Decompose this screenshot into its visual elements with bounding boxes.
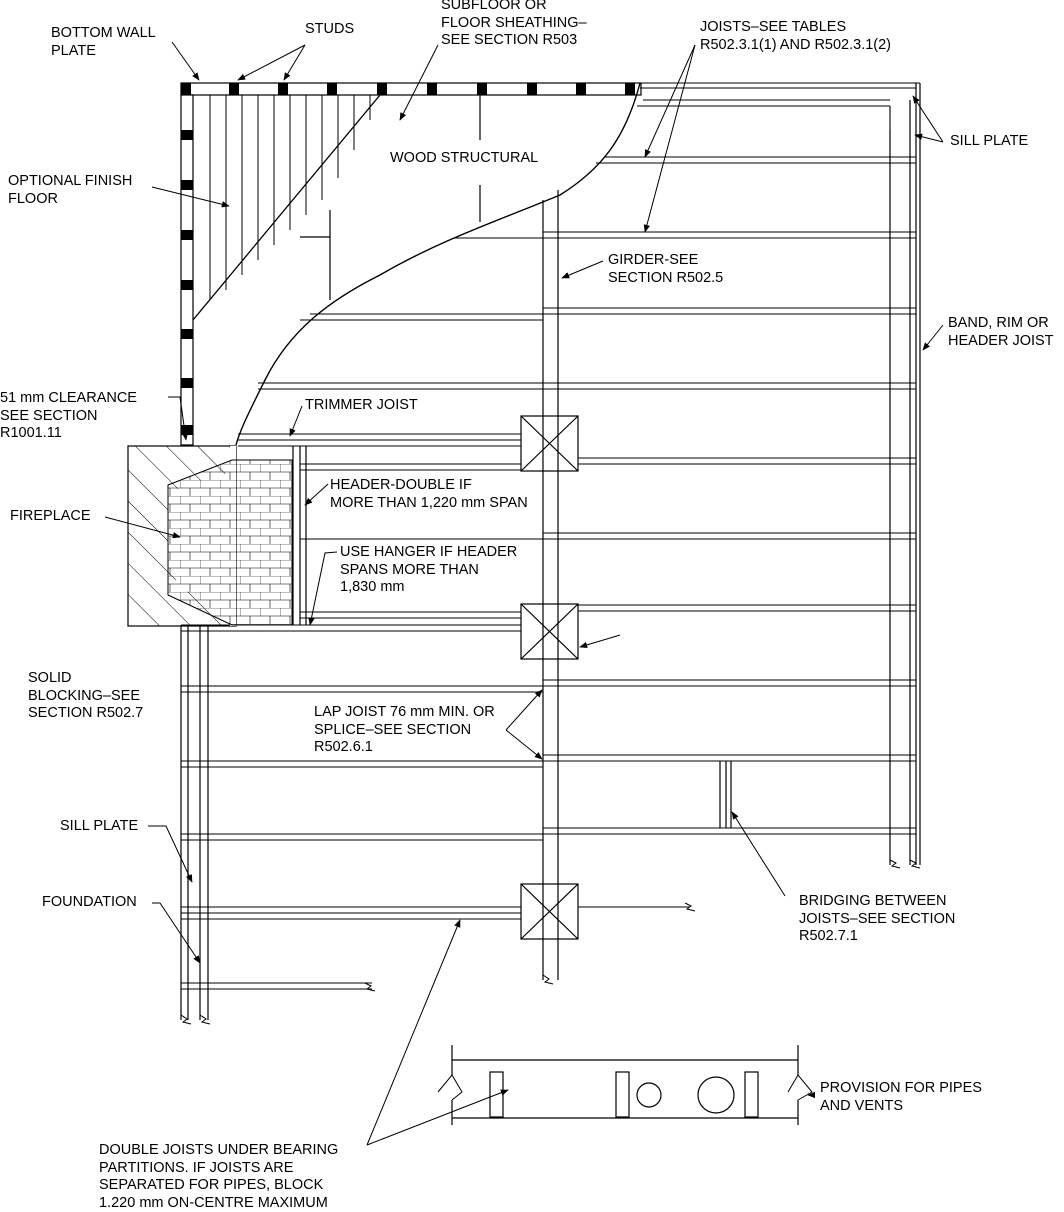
leader-lines: [104, 41, 944, 1146]
wall-blocks: [181, 130, 193, 435]
framing-lines: [180, 82, 921, 1025]
label-trimmer-joist: TRIMMER JOIST: [305, 397, 418, 413]
label-fireplace: FIREPLACE: [10, 508, 91, 524]
label-sill-plate-top: SILL PLATE: [950, 133, 1029, 149]
label-wood-structural: WOOD STRUCTURAL: [390, 150, 539, 166]
joists: [181, 82, 920, 990]
fireplace-drawing: [127, 445, 293, 627]
label-studs: STUDS: [305, 21, 355, 37]
stud-blocks: [181, 83, 635, 95]
label-foundation: FOUNDATION: [42, 894, 137, 910]
label-sill-plate-left: SILL PLATE: [60, 818, 139, 834]
girder-hangers: [520, 415, 579, 940]
pipe-provision-detail: [437, 1045, 813, 1125]
